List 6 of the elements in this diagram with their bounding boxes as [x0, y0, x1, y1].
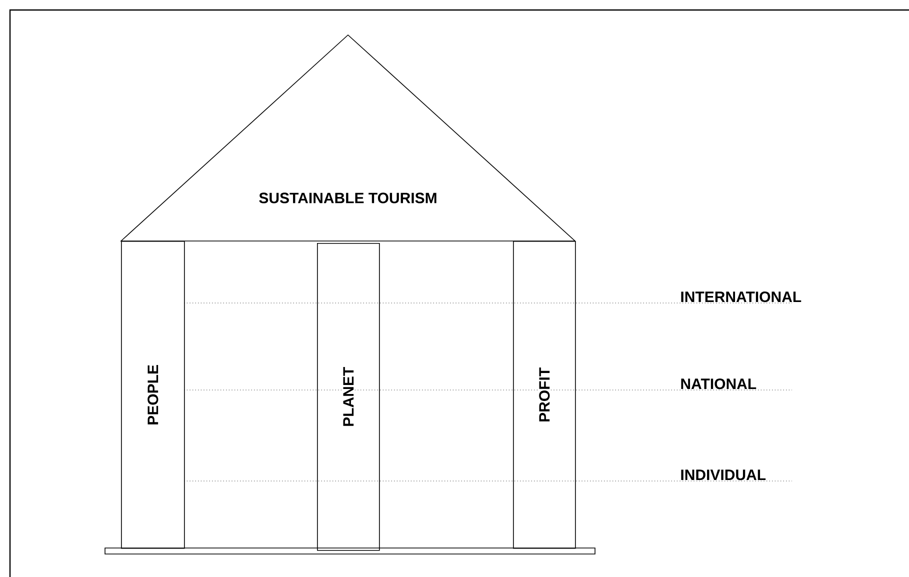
- level-label: INDIVIDUAL: [681, 470, 766, 480]
- level-label: NATIONAL: [681, 378, 756, 390]
- pillar-box: PLANET: [317, 243, 380, 551]
- pillar-box: PROFIT: [513, 241, 576, 549]
- level-label: INTERNATIONAL: [681, 292, 802, 302]
- pillar-box: PEOPLE: [121, 241, 185, 549]
